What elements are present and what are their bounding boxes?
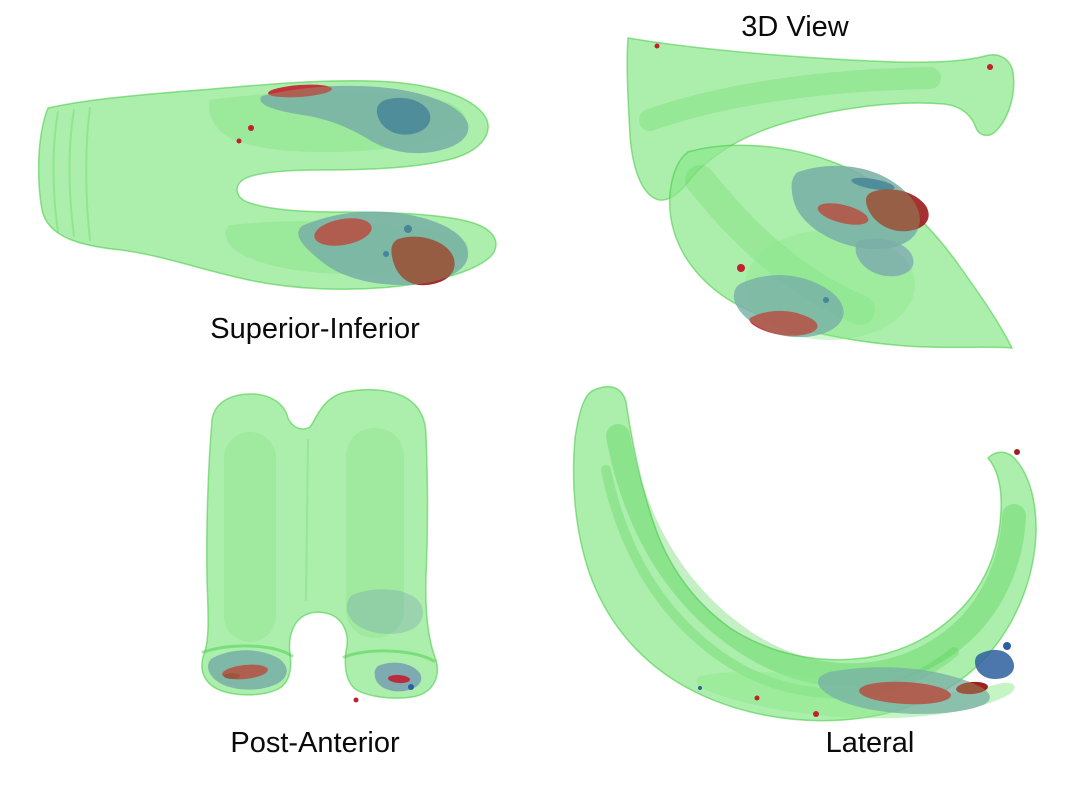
- lobe-bottom-red-crescent: [749, 310, 818, 336]
- red-speck: [813, 711, 819, 717]
- three-d-view-rendering: [626, 37, 1015, 349]
- central-patch-green-veil: [791, 165, 920, 249]
- right-column-inner-shading: [346, 428, 404, 638]
- superior-inferior-rendering: [37, 79, 497, 291]
- cut-plane-striation: [68, 109, 75, 237]
- tip-speck: [1014, 449, 1020, 455]
- mid-right-faint-blue-patch: [346, 589, 423, 634]
- upper-prong-dark-blue-spot: [376, 97, 431, 135]
- red-speck: [248, 125, 254, 131]
- dark-blue-speck: [383, 251, 389, 257]
- cut-plane-striation: [52, 111, 59, 233]
- dark-blue-speck: [823, 297, 829, 303]
- red-speck: [353, 697, 359, 703]
- central-blue-patch-extension: [855, 238, 914, 277]
- lower-patch-green-veil: [298, 211, 469, 285]
- left-foot-green-veil: [208, 650, 287, 690]
- central-dark-red-blob: [865, 189, 929, 232]
- upper-patch-green-veil: [260, 85, 469, 154]
- bottom-red-blob: [859, 681, 951, 705]
- label-post-anterior: Post-Anterior: [230, 727, 400, 759]
- post-anterior-surface: [201, 388, 438, 699]
- dark-blue-speck: [698, 686, 702, 690]
- dark-blue-speck: [408, 684, 414, 690]
- red-speck: [987, 64, 993, 70]
- crescent-inner-ribbon: [606, 424, 1026, 688]
- horn-curvature-band: [639, 67, 941, 131]
- bottom-dark-red-spot: [956, 681, 988, 695]
- central-dark-blue-streak: [851, 177, 895, 191]
- right-dark-blue-patch: [975, 649, 1015, 679]
- lobe-patch-green-veil: [733, 275, 844, 338]
- post-anterior-rendering: [201, 388, 438, 703]
- dark-blue-speck: [1003, 642, 1011, 650]
- center-seam: [305, 439, 309, 601]
- lateral-surface: [572, 386, 1037, 722]
- red-speck: [654, 43, 660, 49]
- central-red-streak: [817, 203, 869, 225]
- label-lateral: Lateral: [825, 727, 915, 759]
- bottom-patch-green-veil: [818, 667, 990, 714]
- lower-prong-dark-red-blob: [391, 236, 455, 286]
- red-speck: [754, 695, 760, 701]
- red-speck: [737, 264, 745, 272]
- dark-blue-speck: [404, 225, 412, 233]
- upper-prong-red-streak: [268, 84, 332, 98]
- red-speck: [236, 138, 242, 144]
- right-foot-red-streak: [388, 674, 410, 684]
- cut-plane-striation: [85, 107, 91, 241]
- left-foot-rim: [201, 644, 294, 658]
- lower-prong-red-blob: [314, 218, 372, 246]
- left-foot-dark-red-spot: [224, 673, 240, 679]
- right-foot-rim: [342, 649, 436, 663]
- lateral-rendering: [572, 386, 1037, 722]
- left-column-inner-shading: [224, 432, 276, 642]
- upper-horn-surface: [626, 37, 1015, 201]
- label-3d-view: 3D View: [741, 11, 849, 43]
- label-superior-inferior: Superior-Inferior: [210, 313, 420, 345]
